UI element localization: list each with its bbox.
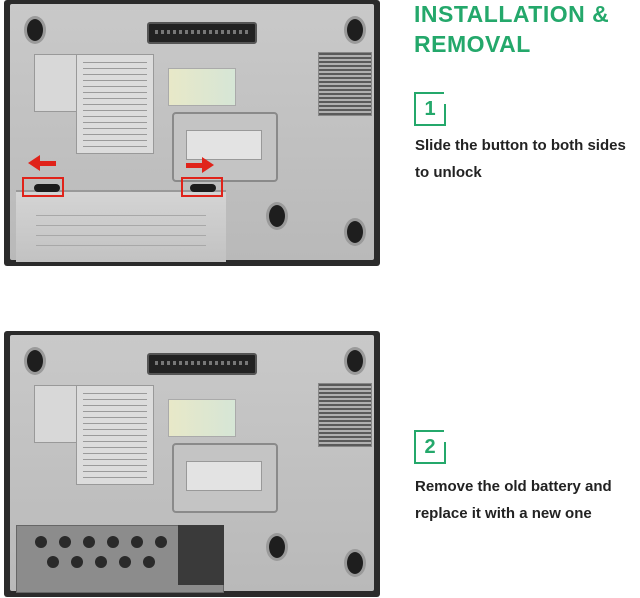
service-label bbox=[76, 54, 154, 154]
bay-hole bbox=[95, 556, 107, 568]
step-2-line-2: replace it with a new one bbox=[415, 505, 592, 522]
rubber-foot bbox=[344, 16, 366, 44]
memory-access-door bbox=[172, 112, 278, 182]
regulatory-label bbox=[34, 385, 78, 443]
bay-hole bbox=[71, 556, 83, 568]
bay-hole bbox=[107, 536, 119, 548]
rubber-foot bbox=[266, 533, 288, 561]
battery-latch-left bbox=[34, 184, 60, 192]
bay-hole bbox=[143, 556, 155, 568]
latch-highlight-right bbox=[181, 177, 223, 197]
battery-connector-slot bbox=[178, 525, 224, 585]
docking-connector bbox=[147, 353, 257, 375]
rubber-foot bbox=[266, 202, 288, 230]
laptop-bottom-panel bbox=[10, 4, 374, 262]
rubber-foot bbox=[24, 16, 46, 44]
certificate-sticker bbox=[168, 399, 236, 437]
step-1-line-1: Slide the button to both sides bbox=[415, 137, 626, 154]
step-2-line-1: Remove the old battery and bbox=[415, 478, 612, 495]
certificate-sticker bbox=[168, 68, 236, 106]
red-arrow-right bbox=[186, 157, 214, 173]
rubber-foot bbox=[24, 347, 46, 375]
page-heading: INSTALLATION & REMOVAL bbox=[414, 0, 640, 59]
step-2-instructions: Remove the old battery and replace it wi… bbox=[415, 473, 637, 527]
laptop-bottom-photo-step-2 bbox=[4, 331, 380, 597]
license-sticker bbox=[186, 461, 262, 491]
bay-hole bbox=[155, 536, 167, 548]
step-number-1: 1 bbox=[414, 90, 450, 126]
battery-latch-right bbox=[190, 184, 216, 192]
bay-hole bbox=[35, 536, 47, 548]
rubber-foot bbox=[344, 347, 366, 375]
heading-line-1: INSTALLATION & bbox=[414, 1, 610, 27]
memory-access-door bbox=[172, 443, 278, 513]
latch-highlight-left bbox=[22, 177, 64, 197]
license-sticker bbox=[186, 130, 262, 160]
battery-pack bbox=[16, 190, 226, 262]
laptop-bottom-photo-step-1 bbox=[4, 0, 380, 266]
red-arrow-left bbox=[28, 155, 56, 171]
bay-hole bbox=[131, 536, 143, 548]
bay-hole bbox=[59, 536, 71, 548]
regulatory-label bbox=[34, 54, 78, 112]
bay-hole bbox=[47, 556, 59, 568]
step-number-2: 2 bbox=[414, 428, 450, 464]
bay-hole bbox=[119, 556, 131, 568]
service-label bbox=[76, 385, 154, 485]
bay-hole bbox=[83, 536, 95, 548]
step-1-line-2: to unlock bbox=[415, 164, 482, 181]
docking-connector bbox=[147, 22, 257, 44]
heading-line-2: REMOVAL bbox=[414, 31, 531, 57]
cooling-vent bbox=[318, 383, 372, 447]
cooling-vent bbox=[318, 52, 372, 116]
step-1-instructions: Slide the button to both sides to unlock bbox=[415, 132, 637, 186]
laptop-bottom-panel bbox=[10, 335, 374, 593]
rubber-foot bbox=[344, 218, 366, 246]
rubber-foot bbox=[344, 549, 366, 577]
